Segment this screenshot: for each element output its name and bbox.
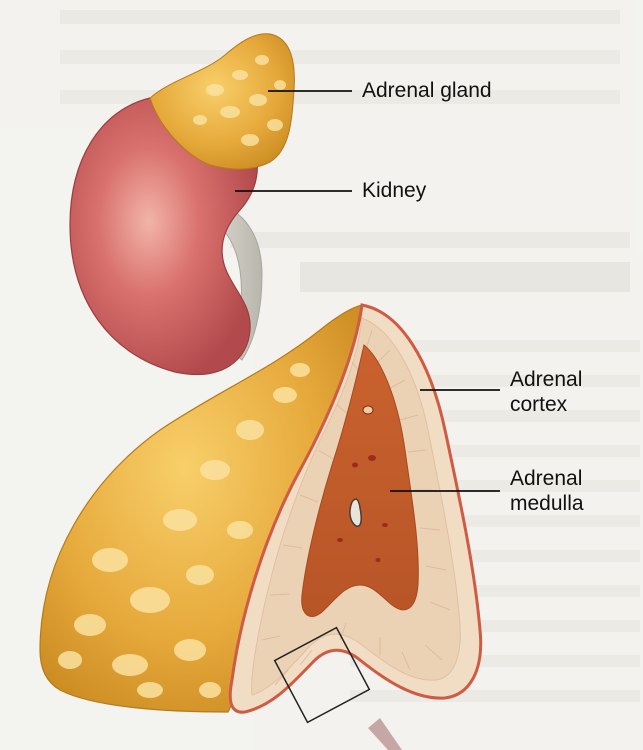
label-adrenal-medulla: Adrenal medulla [510, 466, 584, 516]
label-adrenal-gland: Adrenal gland [362, 78, 492, 103]
label-adrenal-cortex: Adrenal cortex [510, 367, 582, 417]
label-adrenal-medulla-line2: medulla [510, 491, 584, 516]
label-adrenal-cortex-line2: cortex [510, 392, 582, 417]
label-kidney: Kidney [362, 178, 426, 203]
label-adrenal-medulla-line1: Adrenal [510, 466, 584, 491]
label-adrenal-cortex-line1: Adrenal [510, 367, 582, 392]
